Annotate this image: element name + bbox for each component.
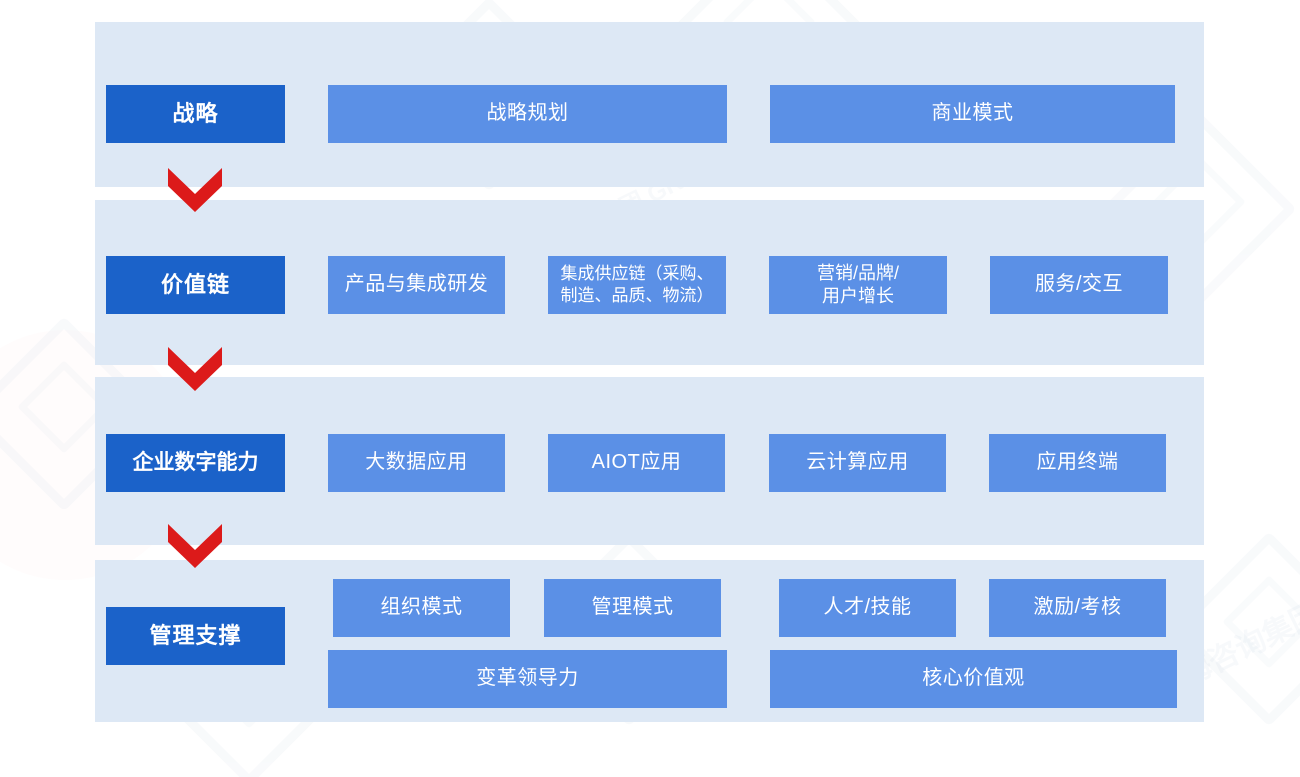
- box-aiot-application[interactable]: AIOT应用: [548, 434, 725, 492]
- row-label-value-chain[interactable]: 价值链: [106, 256, 285, 314]
- box-cloud-computing-application[interactable]: 云计算应用: [769, 434, 946, 492]
- box-service-interaction[interactable]: 服务/交互: [990, 256, 1168, 314]
- box-change-leadership[interactable]: 变革领导力: [328, 650, 727, 708]
- box-line-1: 集成供应链（采购、: [560, 264, 714, 284]
- box-management-model[interactable]: 管理模式: [544, 579, 721, 637]
- box-line-1: 营销/品牌/: [816, 262, 899, 283]
- arrow-down-icon: [168, 347, 222, 391]
- box-core-values[interactable]: 核心价值观: [770, 650, 1177, 708]
- box-incentive-assessment[interactable]: 激励/考核: [989, 579, 1166, 637]
- arrow-down-icon: [168, 524, 222, 568]
- box-integrated-supply-chain[interactable]: 集成供应链（采购、 制造、品质、物流）: [548, 256, 726, 314]
- box-marketing-brand-user-growth[interactable]: 营销/品牌/ 用户增长: [769, 256, 947, 314]
- arrow-down-icon: [168, 168, 222, 212]
- box-organization-model[interactable]: 组织模式: [333, 579, 510, 637]
- row-label-strategy[interactable]: 战略: [106, 85, 285, 143]
- box-big-data-application[interactable]: 大数据应用: [328, 434, 505, 492]
- row-label-management-support[interactable]: 管理支撑: [106, 607, 285, 665]
- row-label-enterprise-digital-capability[interactable]: 企业数字能力: [106, 434, 285, 492]
- box-application-terminal[interactable]: 应用终端: [989, 434, 1166, 492]
- box-business-model[interactable]: 商业模式: [770, 85, 1175, 143]
- box-product-integrated-rd[interactable]: 产品与集成研发: [328, 256, 505, 314]
- box-line-2: 用户增长: [822, 286, 894, 306]
- box-line-2: 制造、品质、物流）: [560, 286, 714, 305]
- box-strategy-planning[interactable]: 战略规划: [328, 85, 727, 143]
- box-talent-skills[interactable]: 人才/技能: [779, 579, 956, 637]
